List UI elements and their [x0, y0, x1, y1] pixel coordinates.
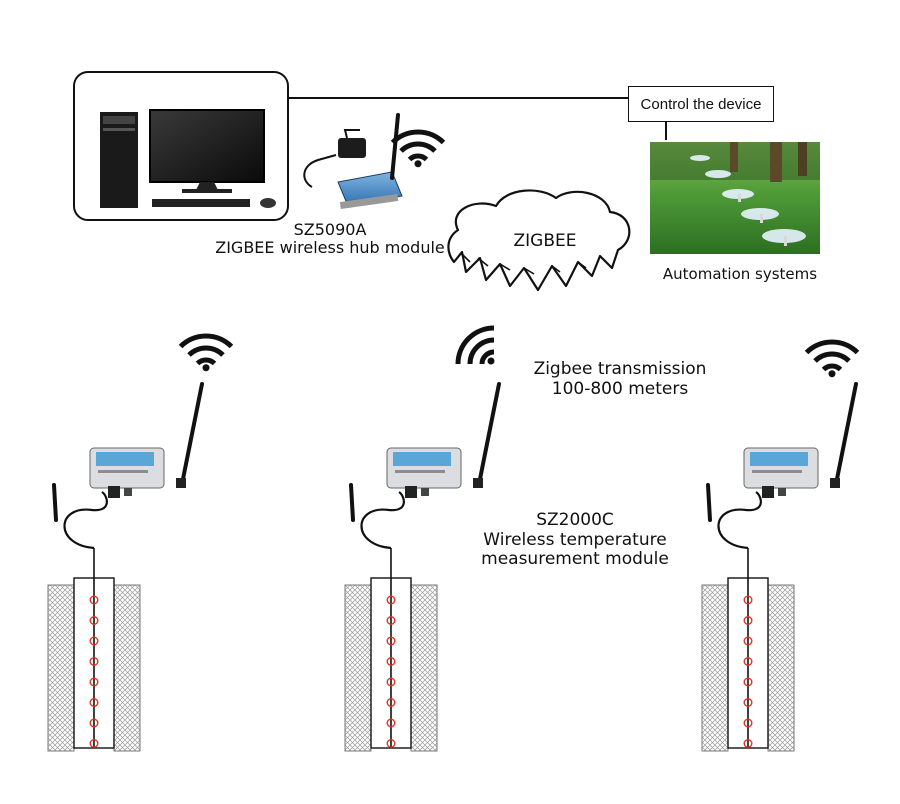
computer-station	[73, 71, 289, 221]
temperature-point	[743, 595, 753, 605]
borehole-icon	[344, 548, 438, 752]
router-icon	[303, 113, 403, 209]
hub-model: SZ5090A	[293, 220, 367, 239]
probe-cable-icon	[706, 483, 712, 522]
borehole-icon	[701, 548, 795, 752]
probe-cable-icon	[63, 491, 108, 550]
sensor-module-icon	[743, 447, 819, 498]
zigbee-cloud-label: ZIGBEE	[513, 231, 577, 251]
sensor-module-icon	[89, 447, 165, 498]
sensor-module-icon	[386, 447, 462, 498]
borehole-icon	[47, 548, 141, 752]
monitor-icon	[149, 109, 265, 193]
temperature-point	[743, 739, 753, 749]
temperature-point	[89, 616, 99, 626]
automation-image	[650, 142, 820, 254]
temperature-point	[743, 698, 753, 708]
temperature-point	[386, 698, 396, 708]
sensor-module-model: SZ2000C	[536, 510, 614, 530]
sensor-module-line2: Wireless temperature	[483, 529, 667, 550]
temperature-point	[89, 698, 99, 708]
wifi-icon	[390, 129, 446, 168]
automation-caption: Automation systems	[662, 265, 818, 283]
temperature-point	[89, 677, 99, 687]
probe-cable-icon	[349, 483, 355, 522]
antenna-icon	[390, 113, 400, 180]
keyboard-icon	[152, 199, 250, 207]
temperature-point	[89, 739, 99, 749]
sensor-module-label: SZ2000C Wireless temperature measurement…	[455, 510, 695, 570]
transmission-line2: 100-800 meters	[551, 378, 689, 399]
temperature-point	[743, 718, 753, 728]
control-device-label: Control the device	[640, 95, 762, 113]
temperature-point	[386, 677, 396, 687]
control-device-box: Control the device	[628, 86, 774, 122]
cloud-icon	[447, 189, 631, 292]
hub-label: SZ5090A ZIGBEE wireless hub module	[205, 220, 455, 258]
antenna-icon	[834, 382, 858, 486]
wifi-icon	[455, 325, 495, 365]
sensor-station	[47, 333, 234, 752]
temperature-point	[386, 657, 396, 667]
sensor-station	[344, 325, 501, 752]
hub-description: ZIGBEE wireless hub module	[215, 238, 445, 258]
temperature-point	[89, 657, 99, 667]
temperature-point	[386, 616, 396, 626]
wifi-icon	[178, 333, 234, 372]
temperature-point	[386, 636, 396, 646]
temperature-point	[743, 657, 753, 667]
temperature-point	[386, 739, 396, 749]
temperature-point	[386, 595, 396, 605]
probe-cable-icon	[52, 483, 58, 522]
temperature-point	[89, 636, 99, 646]
mouse-icon	[260, 198, 276, 208]
antenna-icon	[180, 382, 204, 486]
temperature-point	[743, 616, 753, 626]
probe-cable-icon	[717, 491, 762, 550]
sensor-stations	[47, 325, 860, 752]
temperature-point	[89, 595, 99, 605]
wifi-icon	[804, 339, 860, 378]
probe-cable-icon	[360, 491, 405, 550]
temperature-point	[89, 718, 99, 728]
temperature-point	[743, 636, 753, 646]
sensor-module-line3: measurement module	[481, 549, 669, 570]
temperature-point	[386, 718, 396, 728]
computer-tower-icon	[100, 112, 138, 208]
transmission-line1: Zigbee transmission	[533, 359, 707, 379]
temperature-point	[743, 677, 753, 687]
antenna-icon	[477, 382, 501, 486]
sensor-station	[701, 339, 860, 752]
transmission-label: Zigbee transmission 100-800 meters	[515, 359, 725, 399]
